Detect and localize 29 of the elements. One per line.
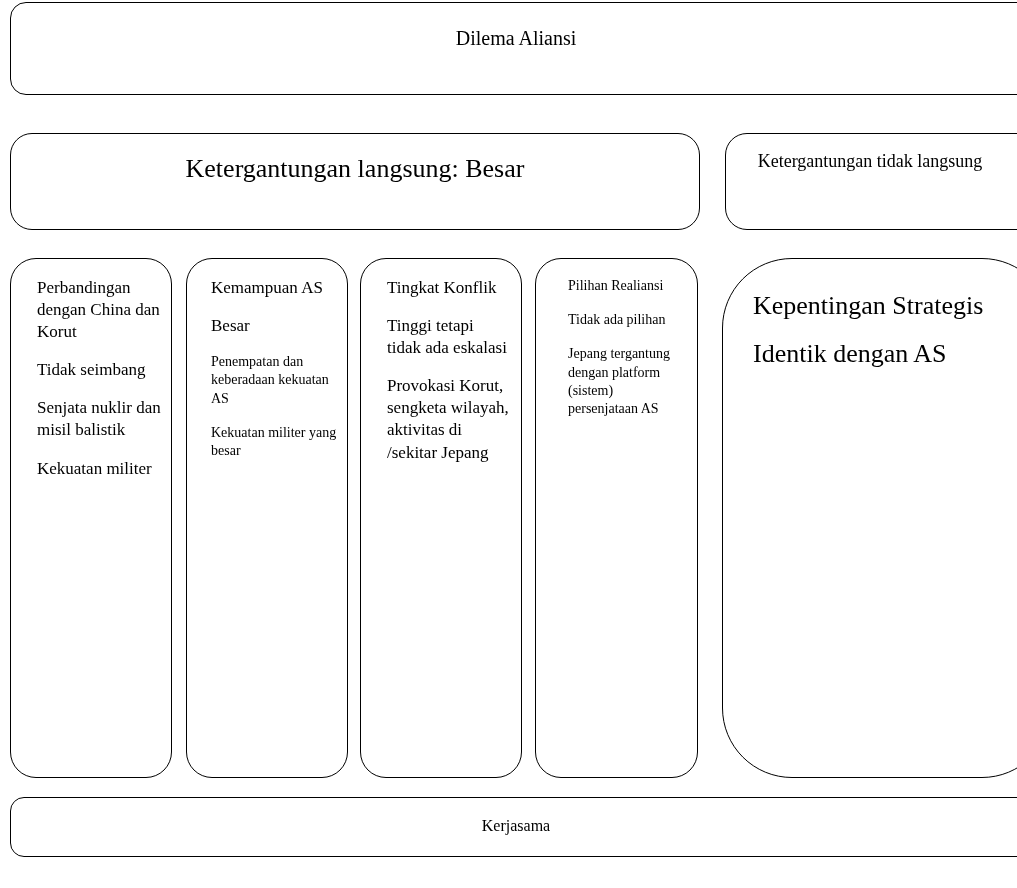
rounded-box <box>535 258 698 778</box>
box-heading: Pilihan Realiansi <box>568 277 665 295</box>
rounded-box <box>10 258 172 778</box>
rounded-box <box>10 133 700 230</box>
box-text: Tidak ada pilihan <box>568 311 667 330</box>
box-text: Kekuatan militer <box>37 457 153 480</box>
box-heading: Perbandingan dengan China dan Korut <box>37 277 161 344</box>
box-text: Provokasi Korut, sengketa wilayah, aktivitas di /sekitar Jepang <box>387 375 510 464</box>
box-heading: Dilema Aliansi <box>454 26 578 51</box>
rounded-box <box>10 797 1017 857</box>
rounded-box <box>722 258 1017 778</box>
box-heading: Kerjasama <box>480 816 552 837</box>
box-text: Identik dengan AS <box>753 337 948 370</box>
box-heading: Kemampuan AS <box>211 277 324 299</box>
box-heading: Tingkat Konflik <box>387 277 498 299</box>
box-text: Penempatan dan keberadaan kekuatan AS <box>211 353 330 408</box>
rounded-box <box>186 258 348 778</box>
box-text: Tinggi tetapi tidak ada eskalasi <box>387 315 508 360</box>
rounded-box <box>360 258 522 778</box>
box-text: Besar <box>211 315 251 338</box>
box-heading: Kepentingan Strategis <box>753 290 985 322</box>
box-text: Tidak seimbang <box>37 359 147 382</box>
box-heading: Ketergantungan tidak langsung <box>756 150 984 173</box>
rounded-box <box>10 2 1017 95</box>
box-heading: Ketergantungan langsung: Besar <box>184 153 526 185</box>
box-text: Jepang tergantung dengan platform (sistem) persenjataan AS <box>568 345 671 418</box>
rounded-box <box>725 133 1017 230</box>
box-text: Kekuatan militer yang besar <box>211 423 337 460</box>
box-text: Senjata nuklir dan misil balistik <box>37 397 162 442</box>
